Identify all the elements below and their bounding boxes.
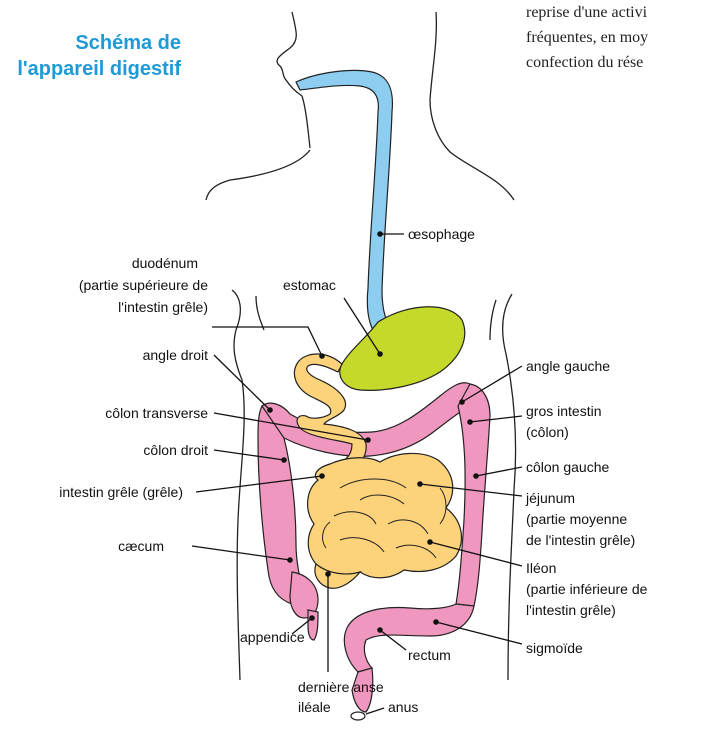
descending-colon	[456, 384, 490, 606]
stomach	[340, 307, 465, 391]
esophagus	[296, 70, 394, 338]
label-colon-droit: côlon droit	[143, 442, 208, 458]
label-anus: anus	[388, 699, 418, 715]
label-estomac: estomac	[283, 277, 336, 293]
label-colon-gauche: côlon gauche	[526, 459, 610, 475]
label-angle-gauche: angle gauche	[526, 358, 610, 374]
label-ileon-line-1: Iléon	[526, 560, 556, 576]
transverse-colon	[262, 383, 478, 457]
label-derniere-anse-line-1: dernière anse	[298, 679, 384, 695]
label-duodenum-line-1: duodénum	[132, 255, 198, 271]
label-caecum: cæcum	[118, 538, 164, 554]
label-sigmoide: sigmoïde	[526, 640, 583, 656]
label-rectum: rectum	[408, 647, 451, 663]
label-gros-intestin-line-1: gros intestin	[526, 403, 601, 419]
label-intestin-grele: intestin grêle (grêle)	[59, 484, 183, 500]
label-duodenum-line-2: (partie supérieure de	[79, 277, 208, 293]
label-jejunum-line-2: (partie moyenne	[526, 511, 627, 527]
head-and-shoulders-outline	[206, 12, 514, 200]
label-jejunum-line-1: jéjunum	[525, 490, 575, 506]
label-derniere-anse-line-2: iléale	[298, 699, 331, 715]
small-intestine-loops	[308, 453, 462, 577]
label-angle-droit: angle droit	[143, 347, 208, 363]
label-ileon-line-3: l'intestin grêle)	[526, 602, 616, 618]
label-duodenum-line-3: l'intestin grêle)	[118, 299, 208, 315]
appendix	[308, 610, 318, 640]
label-jejunum-line-3: de l'intestin grêle)	[526, 532, 635, 548]
label-oesophage: œsophage	[408, 226, 475, 242]
label-ileon-line-2: (partie inférieure de	[526, 581, 648, 597]
label-colon-transverse: côlon transverse	[105, 405, 208, 421]
label-gros-intestin-line-2: (côlon)	[526, 424, 569, 440]
anus	[351, 712, 365, 720]
